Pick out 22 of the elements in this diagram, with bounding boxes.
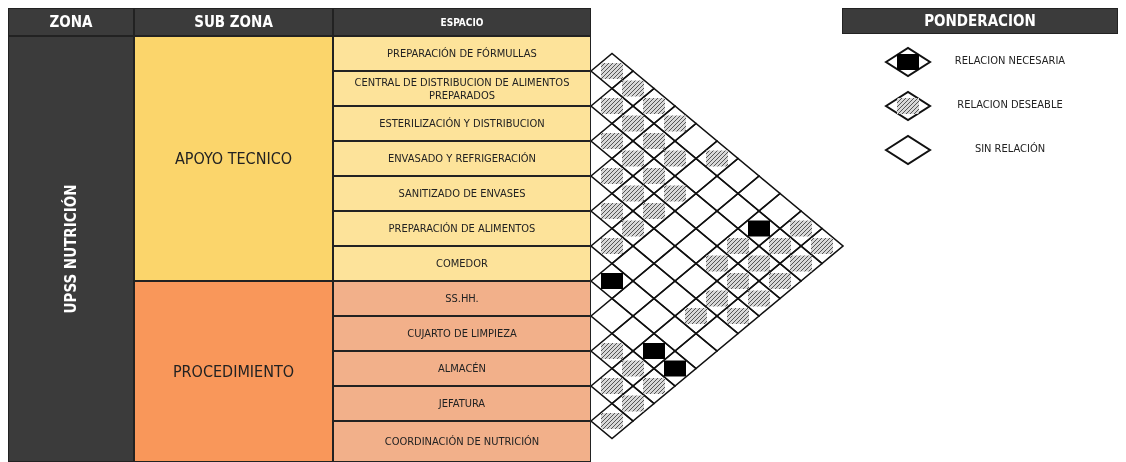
space-cell: PREPARACIÓN DE FÓRMULLAS [333, 36, 591, 71]
space-cell: COORDINACIÓN DE NUTRICIÓN [333, 421, 591, 462]
zone-cell: UPSS NUTRICIÓN [8, 36, 134, 462]
space-cell: CUJARTO DE LIMPIEZA [333, 316, 591, 351]
header-cell: ZONA [8, 8, 134, 36]
subzone-cell: PROCEDIMIENTO [134, 281, 333, 462]
space-cell: SS.HH. [333, 281, 591, 316]
space-cell: ESTERILIZACIÓN Y DISTRIBUCION [333, 106, 591, 141]
space-cell: JEFATURA [333, 386, 591, 421]
space-cell: ALMACÉN [333, 351, 591, 386]
space-cell: SANITIZADO DE ENVASES [333, 176, 591, 211]
header-cell: PONDERACION [842, 8, 1118, 34]
space-cell: COMEDOR [333, 246, 591, 281]
legend-label: SIN RELACIÓN [973, 142, 1047, 155]
space-cell: CENTRAL DE DISTRIBUCION DE ALIMENTOS PREPARADOS [333, 71, 591, 106]
space-cell: ENVASADO Y REFRIGERACIÓN [333, 141, 591, 176]
legend-label: RELACION DESEABLE [956, 98, 1064, 111]
header-cell: ESPACIO [333, 8, 591, 36]
space-cell: PREPARACIÓN DE ALIMENTOS [333, 211, 591, 246]
legend-label: RELACION NECESARIA [953, 54, 1067, 67]
header-cell: SUB ZONA [134, 8, 333, 36]
subzone-cell: APOYO TECNICO [134, 36, 333, 281]
